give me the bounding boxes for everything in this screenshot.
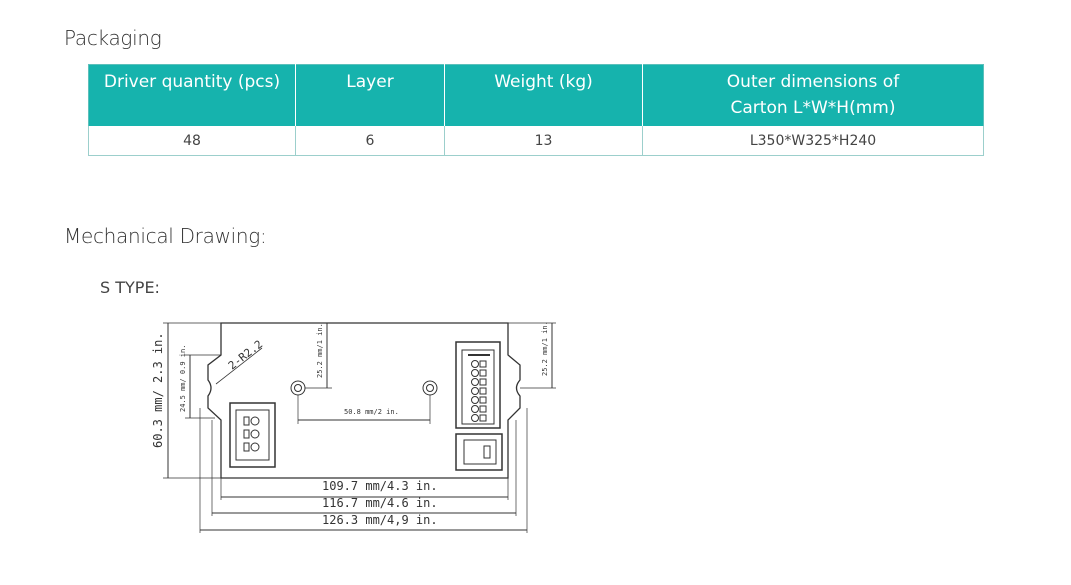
radius-label: 2-R2.2 [226, 338, 265, 373]
terminal-block-icon [455, 341, 501, 429]
height-dim-label: 60.3 mm/ 2.3 in. [151, 332, 165, 448]
screw-hole-right-icon [422, 380, 438, 396]
w2-dim-label: 116.7 mm/4.6 in. [322, 496, 438, 510]
hole-spacing-dim-label: 50.8 mm/2 in. [344, 408, 399, 416]
table-row: 48 6 13 L350*W325*H240 [88, 126, 984, 156]
hole-top-right-dim-label: 25.2 mm/1 in. [541, 321, 549, 376]
w3-dim-label: 126.3 mm/4,9 in. [322, 513, 438, 527]
packaging-table: Driver quantity (pcs) Layer Weight (kg) … [88, 64, 984, 156]
hole-top-left-dim-label: 25.2 mm/1 in. [316, 323, 324, 378]
screw-hole-left-icon [290, 380, 306, 396]
cell-carton-dimensions: L350*W325*H240 [642, 126, 984, 156]
mechanical-drawing-title: Mechanical Drawing: [64, 224, 267, 248]
header-layer: Layer [295, 64, 445, 126]
header-weight: Weight (kg) [444, 64, 643, 126]
mount-offset-dim-label: 24.5 mm/ 0.9 in. [179, 345, 187, 412]
cell-layer: 6 [295, 126, 445, 156]
table-header-row: Driver quantity (pcs) Layer Weight (kg) … [88, 64, 984, 126]
packaging-title: Packaging [64, 26, 162, 50]
cell-driver-quantity: 48 [88, 126, 296, 156]
w1-dim-label: 109.7 mm/4.3 in. [322, 479, 438, 493]
header-driver-quantity: Driver quantity (pcs) [88, 64, 296, 126]
header-carton-dimensions: Outer dimensions of Carton L*W*H(mm) [642, 64, 984, 126]
input-connector-icon [229, 402, 276, 468]
rj45-port-icon [455, 433, 503, 471]
s-type-label: S TYPE: [100, 278, 160, 297]
